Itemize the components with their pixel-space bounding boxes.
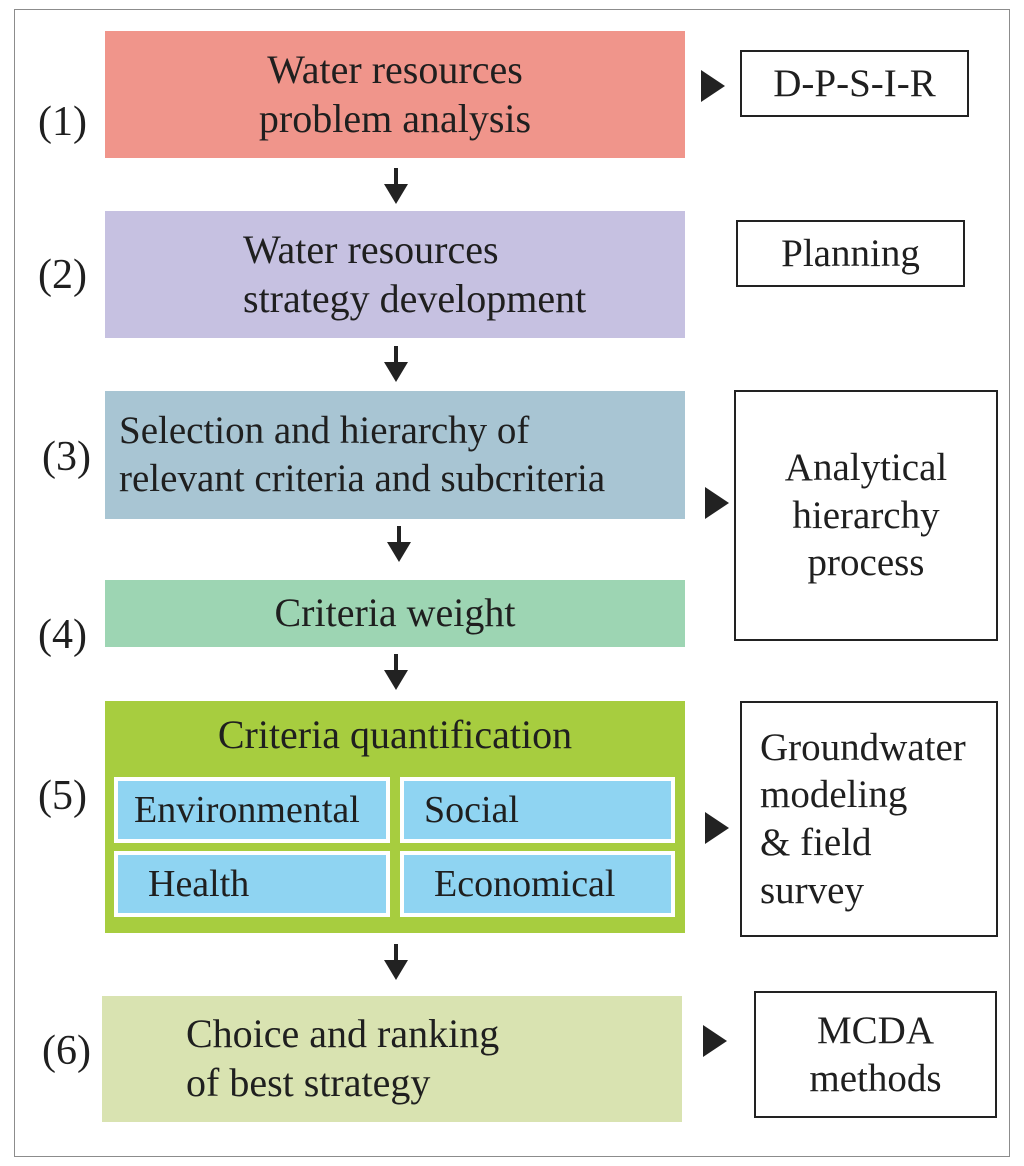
- step-2-line-1: Water resources: [243, 226, 499, 272]
- subcriteria-health: Health: [114, 851, 390, 917]
- side-box-5-line-2: methods: [809, 1056, 942, 1100]
- step-2-line-2: strategy development: [243, 275, 587, 321]
- right-arrow-icon: [701, 70, 725, 102]
- step-5-line-1: Criteria quantification: [217, 712, 573, 757]
- subcriteria-economical: Economical: [400, 851, 675, 917]
- side-box-1-line-1: D-P-S-I-R: [773, 61, 936, 105]
- side-box-4-line-3: & field: [760, 821, 872, 864]
- side-box-5-line-1: MCDA: [816, 1008, 935, 1052]
- subcriteria-environmental: Environmental: [114, 777, 390, 843]
- subcriteria-social: Social: [400, 777, 675, 843]
- right-arrow-icon: [705, 487, 729, 519]
- diagram-frame: [14, 9, 1010, 1157]
- right-arrow-icon: [705, 812, 729, 844]
- side-box-3-line-2: hierarchy: [792, 493, 940, 537]
- step-4-line-1: Criteria weight: [274, 590, 516, 636]
- step-criteria-weight: Criteria weight: [105, 580, 685, 647]
- step-1-line-1: Water resources: [267, 46, 523, 92]
- side-box-dpsir: D-P-S-I-R: [740, 50, 969, 117]
- step-6-line-2: of best strategy: [186, 1060, 431, 1105]
- step-choice-ranking: Choice and ranking of best strategy: [102, 996, 682, 1122]
- step-strategy-development: Water resources strategy development: [105, 211, 685, 338]
- side-box-3-line-1: Analytical: [784, 446, 948, 490]
- step-3-line-2: relevant criteria and subcriteria: [119, 457, 606, 500]
- step-number-5: (5): [38, 773, 87, 819]
- step-number-1: (1): [38, 99, 87, 145]
- right-arrow-icon: [703, 1025, 727, 1057]
- step-1-line-2: problem analysis: [258, 95, 532, 141]
- step-6-line-1: Choice and ranking: [186, 1011, 500, 1057]
- side-box-4-line-1: Groundwater: [760, 725, 966, 769]
- side-box-planning: Planning: [736, 220, 965, 287]
- side-box-3-line-3: process: [807, 541, 925, 585]
- step-3-line-1: Selection and hierarchy of: [119, 409, 530, 453]
- side-box-2-line-1: Planning: [781, 231, 920, 275]
- step-criteria-selection: Selection and hierarchy of relevant crit…: [105, 391, 685, 519]
- step-number-2: (2): [38, 252, 87, 298]
- step-number-3: (3): [42, 434, 91, 480]
- side-box-ahp: Analytical hierarchy process: [734, 390, 998, 641]
- side-box-groundwater: Groundwater modeling & field survey: [740, 701, 998, 937]
- side-box-mcda: MCDA methods: [754, 991, 997, 1118]
- side-box-4-line-4: survey: [760, 868, 864, 912]
- step-problem-analysis: Water resources problem analysis: [105, 31, 685, 158]
- side-box-4-line-2: modeling: [760, 773, 908, 817]
- step-number-4: (4): [38, 612, 87, 658]
- step-number-6: (6): [42, 1028, 91, 1074]
